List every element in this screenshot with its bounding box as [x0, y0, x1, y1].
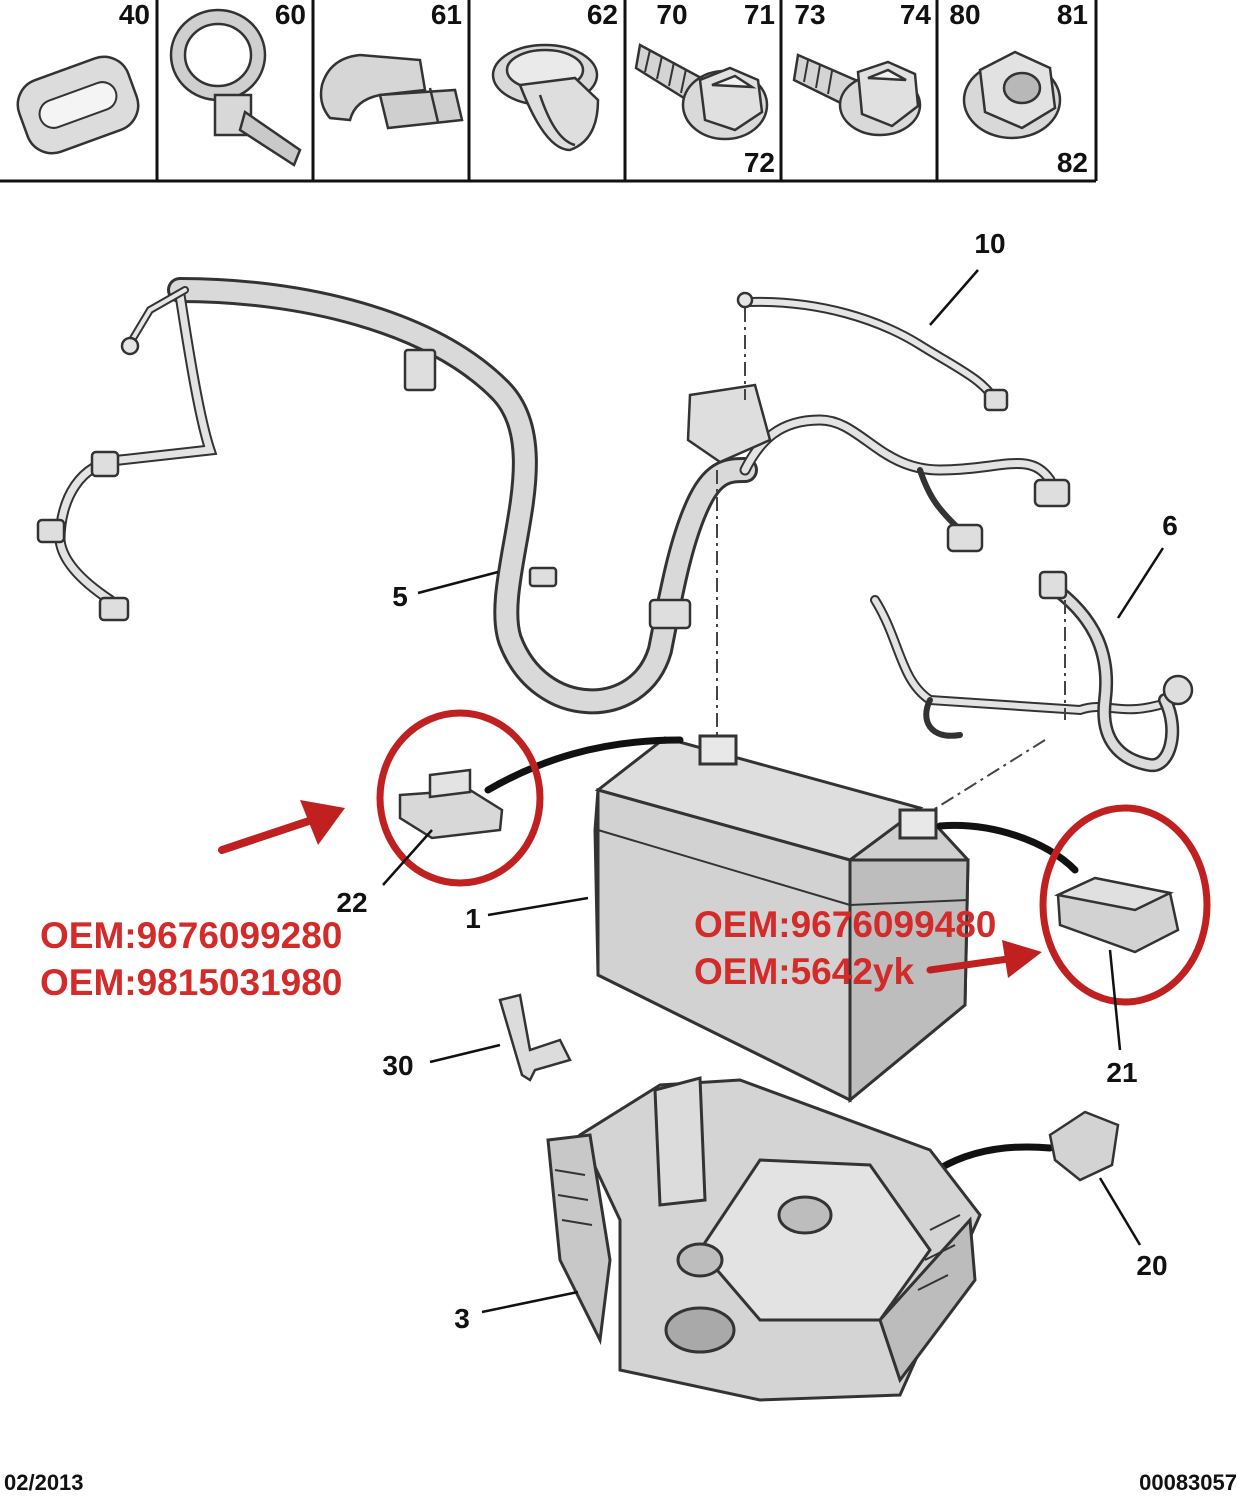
arrow-right — [926, 940, 1042, 978]
flange-screw-icon — [634, 43, 769, 141]
callout-numbers: 5 6 10 22 1 21 30 20 3 — [336, 228, 1177, 1334]
label-62: 62 — [587, 0, 618, 30]
part-61-bracket: 61 — [319, 0, 464, 130]
label-73: 73 — [794, 0, 825, 30]
bracket-icon — [319, 53, 464, 130]
flange-nut-icon — [962, 50, 1062, 140]
callout-1: 1 — [465, 903, 481, 934]
header-dividers — [155, 0, 939, 181]
part-40-grommet: 40 — [16, 0, 150, 155]
callout-22: 22 — [336, 887, 367, 918]
label-74: 74 — [900, 0, 932, 30]
footer: 02/2013 00083057 — [4, 1470, 1237, 1495]
callout-21: 21 — [1106, 1057, 1137, 1088]
oem-right-line-2: OEM:5642yk — [694, 951, 914, 992]
oem-annotations: OEM:9676099280 OEM:9815031980 OEM:967609… — [40, 904, 996, 1003]
bracket-30 — [498, 993, 572, 1082]
callout-leaders — [382, 269, 1165, 1314]
footer-date: 02/2013 — [4, 1470, 84, 1495]
callout-10: 10 — [974, 228, 1005, 259]
arrow-left — [218, 800, 345, 854]
part-73-74-hex-bolt: 73 74 — [792, 0, 932, 137]
part-80-82-flange-nut: 80 81 82 — [949, 0, 1088, 178]
push-clip-icon — [491, 43, 600, 152]
terminal-cover-22 — [398, 768, 504, 840]
highlight-marks — [376, 709, 1211, 1006]
parts-header-strip: 40 60 61 — [0, 0, 1098, 183]
cover-20 — [1048, 1110, 1120, 1182]
part-70-72-flange-screw: 70 71 72 — [634, 0, 775, 178]
oem-right-line-1: OEM:9676099480 — [694, 904, 996, 945]
label-82: 82 — [1057, 147, 1088, 178]
part-60-clamp: 60 — [169, 0, 306, 167]
callout-5: 5 — [392, 581, 408, 612]
highlight-circle-21 — [1039, 804, 1211, 1006]
label-40: 40 — [119, 0, 150, 30]
grommet-icon — [16, 55, 140, 155]
callout-3: 3 — [454, 1303, 470, 1334]
battery-1 — [593, 734, 970, 1104]
battery-tray-3 — [546, 1076, 982, 1402]
label-72: 72 — [744, 147, 775, 178]
arrow-right-pointing-icon — [300, 800, 345, 845]
highlight-circle-22 — [376, 709, 544, 887]
label-81: 81 — [1057, 0, 1088, 30]
callout-6: 6 — [1162, 510, 1178, 541]
hex-bolt-icon — [792, 53, 922, 137]
harness-connectors — [36, 348, 1071, 630]
label-71: 71 — [744, 0, 775, 30]
terminal-cover-21 — [1053, 876, 1180, 954]
oem-left-line-1: OEM:9676099280 — [40, 915, 342, 956]
cable-harness-6 — [870, 570, 1194, 772]
clamp-icon — [169, 8, 302, 167]
arrow-right-pointing-icon — [1002, 940, 1042, 978]
main-cable-harness-5 — [54, 277, 1056, 715]
footer-reference: 00083057 — [1139, 1470, 1237, 1495]
ground-cable-10 — [736, 291, 1009, 412]
label-80: 80 — [949, 0, 980, 30]
callout-30: 30 — [382, 1050, 413, 1081]
label-70: 70 — [656, 0, 687, 30]
label-61: 61 — [431, 0, 462, 30]
callout-20: 20 — [1136, 1250, 1167, 1281]
part-62-push-clip: 62 — [491, 0, 618, 152]
oem-left-line-2: OEM:9815031980 — [40, 962, 342, 1003]
label-60: 60 — [275, 0, 306, 30]
assembly-leader-lines — [716, 308, 1066, 816]
